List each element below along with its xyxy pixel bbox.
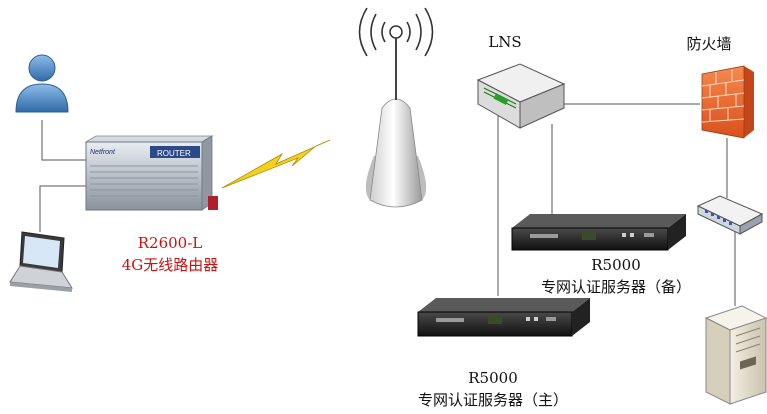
user-icon bbox=[15, 54, 69, 113]
laptop-icon bbox=[9, 231, 73, 292]
server-backup-model-label: R5000 bbox=[591, 256, 641, 274]
rack-server-backup-icon bbox=[511, 214, 686, 251]
connection-lines bbox=[39, 103, 736, 306]
hub-icon bbox=[696, 195, 764, 235]
router-icon: Netfront ROUTER bbox=[84, 135, 218, 211]
server-main-description-label: 专网认证服务器（主） bbox=[417, 391, 569, 409]
rack-server-main-icon bbox=[417, 298, 590, 337]
link-user-router bbox=[41, 120, 86, 161]
firewall-icon bbox=[701, 65, 754, 139]
link-laptop-router bbox=[39, 185, 86, 232]
cell-tower-icon bbox=[358, 7, 434, 208]
router-description-label: 4G无线路由器 bbox=[121, 256, 219, 274]
network-switch-icon bbox=[476, 63, 566, 129]
server-backup-description-label: 专网认证服务器（备） bbox=[540, 278, 692, 296]
router-model-label: R2600-L bbox=[137, 234, 203, 252]
router-brand-text: Netfront bbox=[90, 149, 116, 156]
router-panel-text: ROUTER bbox=[157, 149, 191, 158]
server-tower-icon bbox=[704, 305, 767, 405]
server-main-model-label: R5000 bbox=[468, 369, 518, 387]
firewall-label: 防火墙 bbox=[686, 35, 732, 53]
lightning-icon bbox=[221, 139, 331, 189]
lns-label: LNS bbox=[488, 33, 522, 51]
